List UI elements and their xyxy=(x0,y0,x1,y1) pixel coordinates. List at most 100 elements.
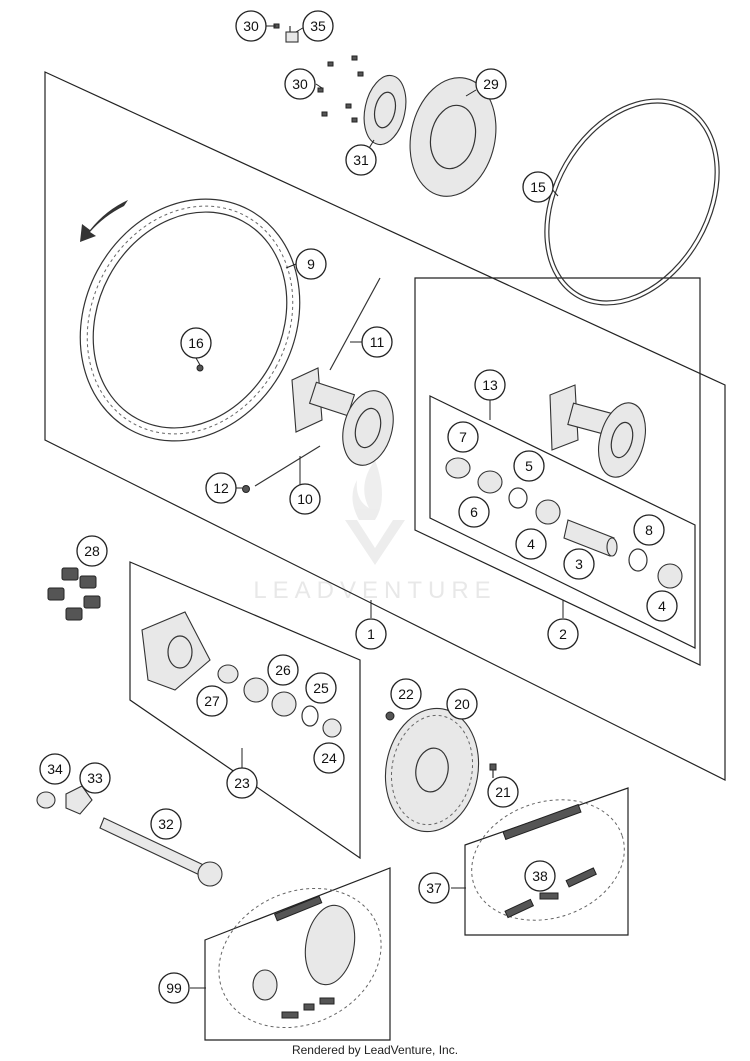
svg-text:10: 10 xyxy=(297,491,313,507)
watermark: LEADVENTURE xyxy=(253,460,496,604)
svg-text:25: 25 xyxy=(313,680,329,696)
callout-16: 16 xyxy=(180,327,212,359)
disc-adapter xyxy=(363,74,407,146)
callout-23: 23 xyxy=(226,767,258,799)
svg-text:23: 23 xyxy=(234,775,250,791)
svg-text:34: 34 xyxy=(47,761,63,777)
svg-text:4: 4 xyxy=(527,536,535,552)
callout-6: 6 xyxy=(458,496,490,528)
callout-2: 2 xyxy=(547,618,579,650)
callout-9: 9 xyxy=(295,248,327,280)
rim-band-inner xyxy=(548,102,716,302)
svg-text:1: 1 xyxy=(367,626,375,642)
footer-credit: Rendered by LeadVenture, Inc. xyxy=(291,1043,459,1057)
svg-text:30: 30 xyxy=(243,18,259,34)
svg-text:15: 15 xyxy=(530,179,546,195)
svg-text:30: 30 xyxy=(292,76,308,92)
kit-chain-loop xyxy=(218,887,382,1029)
callout-34: 34 xyxy=(39,753,71,785)
callout-22: 22 xyxy=(390,678,422,710)
rim-band xyxy=(544,98,720,306)
callout-32: 32 xyxy=(150,808,182,840)
sprocket-carrier xyxy=(141,611,211,691)
callout-4b: 4 xyxy=(646,590,678,622)
callout-11: 11 xyxy=(361,326,393,358)
bearing-kit-panel xyxy=(429,395,696,649)
svg-text:38: 38 xyxy=(532,868,548,884)
spoke-nipple xyxy=(242,485,250,493)
brake-disc xyxy=(409,77,497,197)
carrier-bearing-2 xyxy=(271,691,297,717)
carrier-snap-ring xyxy=(301,705,319,727)
callout-13: 13 xyxy=(474,369,506,401)
svg-text:16: 16 xyxy=(188,335,204,351)
sprocket-carrier-panel xyxy=(129,561,361,860)
callout-12: 12 xyxy=(205,472,237,504)
callout-21: 21 xyxy=(487,776,519,808)
rotation-arrow xyxy=(80,200,128,242)
watermark-text: LEADVENTURE xyxy=(253,577,496,604)
svg-text:31: 31 xyxy=(353,152,369,168)
svg-text:7: 7 xyxy=(459,429,467,445)
callout-31: 31 xyxy=(345,144,377,176)
callout-5: 5 xyxy=(513,450,545,482)
bearing-left xyxy=(477,470,503,494)
svg-text:32: 32 xyxy=(158,816,174,832)
sensor-bracket xyxy=(285,26,299,43)
svg-text:5: 5 xyxy=(525,458,533,474)
svg-text:99: 99 xyxy=(166,980,182,996)
rear-sprocket xyxy=(384,707,480,833)
svg-text:35: 35 xyxy=(310,18,326,34)
sprocket-screw xyxy=(489,763,497,778)
svg-text:2: 2 xyxy=(559,626,567,642)
callout-99: 99 xyxy=(158,972,190,1004)
spacer-sleeve xyxy=(563,519,618,557)
callout-26: 26 xyxy=(267,654,299,686)
spacer-washer xyxy=(628,548,648,572)
svg-text:13: 13 xyxy=(482,377,498,393)
svg-text:24: 24 xyxy=(321,750,337,766)
callout-37: 37 xyxy=(418,872,450,904)
spoke-inner xyxy=(254,445,321,487)
hub-assembly-panel xyxy=(414,277,701,666)
svg-text:21: 21 xyxy=(495,784,511,800)
carrier-spacer xyxy=(322,718,342,738)
carrier-sleeve xyxy=(217,664,239,684)
rim xyxy=(79,198,301,442)
chain-kit-panel xyxy=(464,787,629,936)
svg-text:27: 27 xyxy=(204,693,220,709)
svg-text:11: 11 xyxy=(370,334,385,350)
spoke-outer xyxy=(329,277,381,371)
callout-35: 35 xyxy=(302,10,334,42)
svg-text:9: 9 xyxy=(307,256,315,272)
sprocket-nut xyxy=(385,711,395,721)
axle-adjuster xyxy=(65,785,93,815)
svg-text:33: 33 xyxy=(87,770,103,786)
callout-30b: 30 xyxy=(284,68,316,100)
snap-ring xyxy=(508,487,528,509)
rim-lock-valve xyxy=(196,364,204,372)
callout-24: 24 xyxy=(313,742,345,774)
disc-screws xyxy=(273,23,364,123)
callout-10: 10 xyxy=(289,483,321,515)
wheel-spindle xyxy=(99,817,223,887)
svg-text:26: 26 xyxy=(275,662,291,678)
leader-lines xyxy=(190,25,564,989)
callout-27: 27 xyxy=(196,685,228,717)
callout-20: 20 xyxy=(446,688,478,720)
svg-text:3: 3 xyxy=(575,556,583,572)
callout-7: 7 xyxy=(447,421,479,453)
kit-parts xyxy=(252,895,356,1019)
chain-segments xyxy=(502,803,597,919)
chain-loop xyxy=(471,799,625,921)
svg-text:29: 29 xyxy=(483,76,499,92)
callout-25: 25 xyxy=(305,672,337,704)
svg-text:4: 4 xyxy=(658,598,666,614)
callout-28: 28 xyxy=(76,535,108,567)
svg-text:37: 37 xyxy=(426,880,442,896)
callout-15: 15 xyxy=(522,171,554,203)
callout-38: 38 xyxy=(524,860,556,892)
seal-ring xyxy=(445,457,471,479)
svg-text:6: 6 xyxy=(470,504,478,520)
